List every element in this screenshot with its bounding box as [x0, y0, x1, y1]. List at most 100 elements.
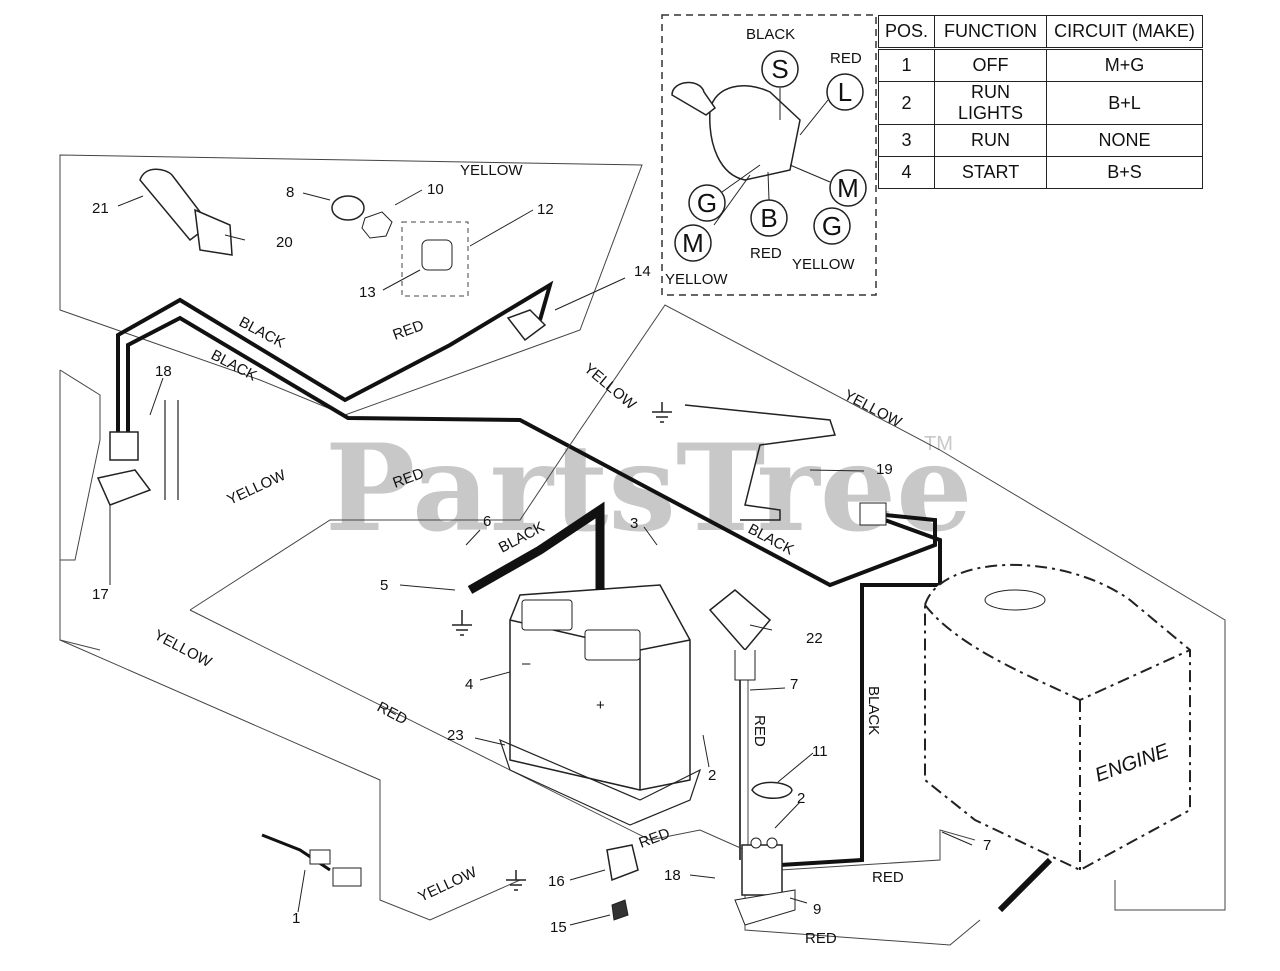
- legend-circuit: B+L: [1046, 81, 1204, 125]
- red-wire-right: [189, 304, 1226, 911]
- callout-4: 4: [465, 676, 473, 693]
- ignition-wire-label-s: BLACK: [746, 26, 795, 43]
- legend-row: 3 RUN NONE: [877, 124, 1204, 157]
- solenoid: [734, 837, 796, 926]
- spark-lead: [997, 857, 1053, 913]
- legend-function: OFF: [934, 48, 1048, 82]
- pedal-shaft: [164, 400, 179, 500]
- legend-pos: 4: [877, 156, 936, 189]
- legend-pos: 2: [877, 81, 936, 125]
- part-11: [751, 781, 793, 799]
- watermark-tm: TM: [924, 433, 953, 455]
- legend-circuit: NONE: [1046, 124, 1204, 157]
- legend-row: 2 RUN LIGHTS B+L: [877, 81, 1204, 125]
- callout-19: 19: [876, 461, 893, 478]
- callout-23: 23: [447, 727, 464, 744]
- callout-7-b: 7: [983, 837, 991, 854]
- svg-text:M: M: [837, 173, 859, 203]
- wire-label-yellow-5: YELLOW: [151, 627, 215, 672]
- black-harness-wire-2: [126, 315, 937, 588]
- wire-label-red-7: RED: [805, 930, 837, 947]
- connector-part-1a: [309, 849, 331, 865]
- connector-part-1b: [332, 867, 362, 887]
- ignition-switch-legend-table: POS. FUNCTION CIRCUIT (MAKE) 1 OFF M+G 2…: [877, 15, 1204, 189]
- socket-part-20: [194, 208, 233, 256]
- wire-label-black-5: BLACK: [865, 686, 882, 735]
- callout-1: 1: [292, 910, 300, 927]
- legend-header-function: FUNCTION: [934, 15, 1048, 50]
- callout-3: 3: [630, 515, 638, 532]
- ignition-wire-label-m: YELLOW: [665, 271, 728, 288]
- wire-label-black-1: BLACK: [236, 314, 287, 352]
- ground-icon: [452, 402, 672, 891]
- wire-label-red-6: RED: [872, 869, 904, 886]
- fuse-holder-16: [606, 844, 639, 882]
- legend-circuit: M+G: [1046, 48, 1204, 82]
- ignition-key-icon: [671, 81, 717, 116]
- ignition-terminal-B: B: [750, 199, 788, 237]
- legend-circuit: B+S: [1046, 156, 1204, 189]
- key-switch-body: [421, 239, 453, 271]
- nut-part-10: [361, 211, 393, 239]
- ignition-terminal-G-left: G: [688, 184, 726, 222]
- legend-header-pos: POS.: [877, 15, 936, 50]
- engine: ENGINE: [924, 563, 1191, 872]
- fuse-15: [611, 899, 629, 921]
- callout-14: 14: [634, 263, 651, 280]
- wire-label-yellow-6: YELLOW: [416, 863, 481, 905]
- ignition-terminal-L: L: [826, 73, 864, 111]
- svg-text:S: S: [771, 54, 788, 84]
- wire-label-yellow-1: YELLOW: [460, 162, 523, 179]
- starter-boot: [708, 589, 772, 652]
- callout-13: 13: [359, 284, 376, 301]
- callout-10: 10: [427, 181, 444, 198]
- ignition-terminal-S: S: [761, 50, 799, 88]
- svg-text:G: G: [822, 211, 842, 241]
- callout-7-a: 7: [790, 676, 798, 693]
- callout-16: 16: [548, 873, 565, 890]
- wire-label-yellow-4: YELLOW: [225, 466, 290, 508]
- wire-label-red-1: RED: [391, 317, 427, 344]
- key-switch-box: [401, 221, 469, 297]
- battery-black-cable: [467, 501, 605, 594]
- ignition-wire-label-l: RED: [830, 50, 862, 67]
- svg-text:B: B: [760, 203, 777, 233]
- callout-20: 20: [276, 234, 293, 251]
- callout-15: 15: [550, 919, 567, 936]
- callout-12: 12: [537, 201, 554, 218]
- battery-tray: [499, 738, 702, 826]
- ignition-terminal-M-right: M: [829, 169, 867, 207]
- black-harness-wire: [116, 280, 554, 440]
- wire-label-yellow-2: YELLOW: [580, 360, 639, 414]
- legend-pos: 1: [877, 48, 936, 82]
- callout-8: 8: [286, 184, 294, 201]
- dash-panel-outline: [59, 154, 643, 416]
- wire-label-red-3: RED: [374, 699, 410, 729]
- callout-5: 5: [380, 577, 388, 594]
- black-wire-to-solenoid: [779, 518, 942, 867]
- callout-21: 21: [92, 200, 109, 217]
- starter-boot-stem: [734, 650, 756, 681]
- interlock-switch: [109, 431, 139, 461]
- callout-17: 17: [92, 586, 109, 603]
- legend-pos: 3: [877, 124, 936, 157]
- battery-minus: –: [522, 655, 531, 672]
- yellow-wire-loop: [59, 370, 101, 651]
- callout-6: 6: [483, 513, 491, 530]
- mount-bracket-19: [684, 404, 836, 521]
- connector-19: [859, 502, 887, 526]
- callout-9: 9: [813, 901, 821, 918]
- interlock-bracket: [96, 469, 152, 506]
- legend-row: 1 OFF M+G: [877, 48, 1204, 82]
- battery: – +: [509, 584, 691, 791]
- legend-function: START: [934, 156, 1048, 189]
- ignition-leads: [713, 88, 831, 226]
- legend-function: RUN: [934, 124, 1048, 157]
- callout-11: 11: [812, 743, 828, 760]
- red-wire-to-engine: [779, 829, 976, 871]
- ignition-switch-body: [709, 85, 801, 181]
- svg-text:L: L: [838, 77, 852, 107]
- callout-18-b: 18: [664, 867, 681, 884]
- connector-14: [506, 309, 547, 342]
